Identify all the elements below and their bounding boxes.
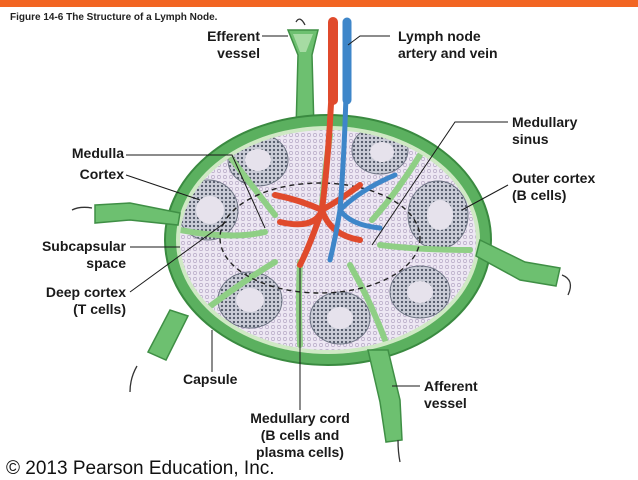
label-medullary-cord-line3: plasma cells) xyxy=(256,444,344,460)
label-efferent-vessel-line1: Efferent xyxy=(207,28,260,44)
label-afferent-vessel: Afferent vessel xyxy=(424,378,478,412)
label-subcapsular-space: Subcapsular space xyxy=(4,238,126,272)
deep-cortex-boundary xyxy=(219,182,421,294)
label-medullary-sinus: Medullary sinus xyxy=(512,114,577,148)
label-lymph-node-artery-vein: Lymph node artery and vein xyxy=(398,28,498,62)
label-subcapsular-line1: Subcapsular xyxy=(41,238,126,254)
lymph-node-vein xyxy=(327,17,398,263)
label-artery-vein-line1: Lymph node xyxy=(398,28,481,44)
label-artery-vein-line2: artery and vein xyxy=(398,45,498,61)
label-deep-cortex-line1: Deep cortex xyxy=(45,284,126,300)
label-capsule: Capsule xyxy=(183,371,238,387)
label-outer-cortex: Outer cortex (B cells) xyxy=(512,170,595,204)
label-medullary-sinus-line2: sinus xyxy=(512,131,549,147)
label-medullary-sinus-line1: Medullary xyxy=(512,114,578,130)
label-medullary-cord-line1: Medullary cord xyxy=(250,410,350,426)
label-afferent-vessel-line2: vessel xyxy=(424,395,467,411)
label-outer-cortex-line1: Outer cortex xyxy=(512,170,596,186)
afferent-vessels xyxy=(94,202,561,443)
leader-lines xyxy=(125,35,509,410)
label-efferent-vessel: Efferent vessel xyxy=(184,28,260,62)
outer-cortex-follicles xyxy=(180,130,469,345)
label-deep-cortex: Deep cortex (T cells) xyxy=(4,284,126,318)
label-cortex: Cortex xyxy=(79,166,124,182)
flow-arrows xyxy=(71,18,572,463)
label-afferent-vessel-line1: Afferent xyxy=(424,378,478,394)
copyright-notice: © 2013 Pearson Education, Inc. xyxy=(6,458,275,479)
label-medullary-cord-line2: (B cells and xyxy=(260,427,340,443)
top-accent-bar xyxy=(0,0,638,7)
label-outer-cortex-line2: (B cells) xyxy=(512,187,567,203)
label-medulla: Medulla xyxy=(71,145,124,161)
label-medullary-cord: Medullary cord (B cells and plasma cells… xyxy=(230,410,370,461)
label-subcapsular-line2: space xyxy=(86,255,126,271)
figure-title: Figure 14-6 The Structure of a Lymph Nod… xyxy=(10,12,218,23)
label-efferent-vessel-line2: vessel xyxy=(217,45,260,61)
label-deep-cortex-line2: (T cells) xyxy=(73,301,126,317)
